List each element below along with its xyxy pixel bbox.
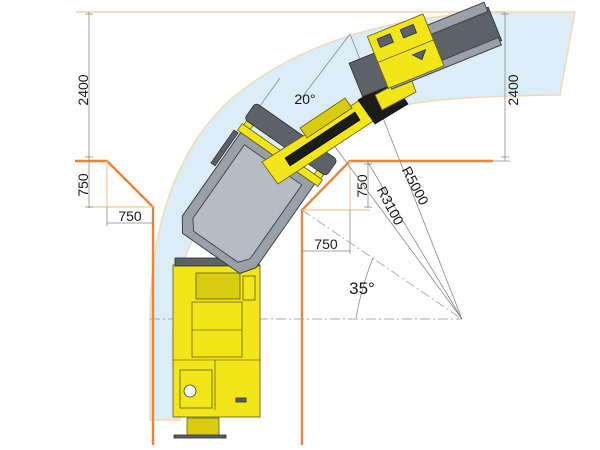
right-height-label: 2400 xyxy=(505,74,521,105)
left-chamfer-vertical-dimension: 750 xyxy=(75,161,93,208)
left-chamfer-horizontal-label: 750 xyxy=(118,208,142,224)
rig-boom xyxy=(261,75,417,185)
turn-angle-label: 35° xyxy=(349,279,375,298)
right-chamfer-vertical-label: 750 xyxy=(354,174,370,198)
right-height-dimension: 2400 xyxy=(493,12,521,162)
rig-rear-carrier xyxy=(172,257,261,439)
rear-gauge-icon xyxy=(183,384,197,398)
left-wall xyxy=(75,159,155,445)
right-wall xyxy=(300,159,493,445)
right-chamfer-vertical-dimension: 750 xyxy=(354,161,372,208)
outer-radius-label: R5000 xyxy=(399,164,433,208)
right-chamfer-horizontal-label: 750 xyxy=(314,236,338,252)
left-chamfer-horizontal-dimension: 750 xyxy=(106,207,154,226)
right-chamfer-horizontal-dimension: 750 xyxy=(302,210,351,254)
left-chamfer-vertical-label: 750 xyxy=(75,173,91,197)
boom-angle-label: 20° xyxy=(294,91,315,107)
left-height-dimension: 2400 xyxy=(75,12,93,161)
rig-drill-head xyxy=(348,1,503,98)
left-height-label: 2400 xyxy=(75,74,91,105)
